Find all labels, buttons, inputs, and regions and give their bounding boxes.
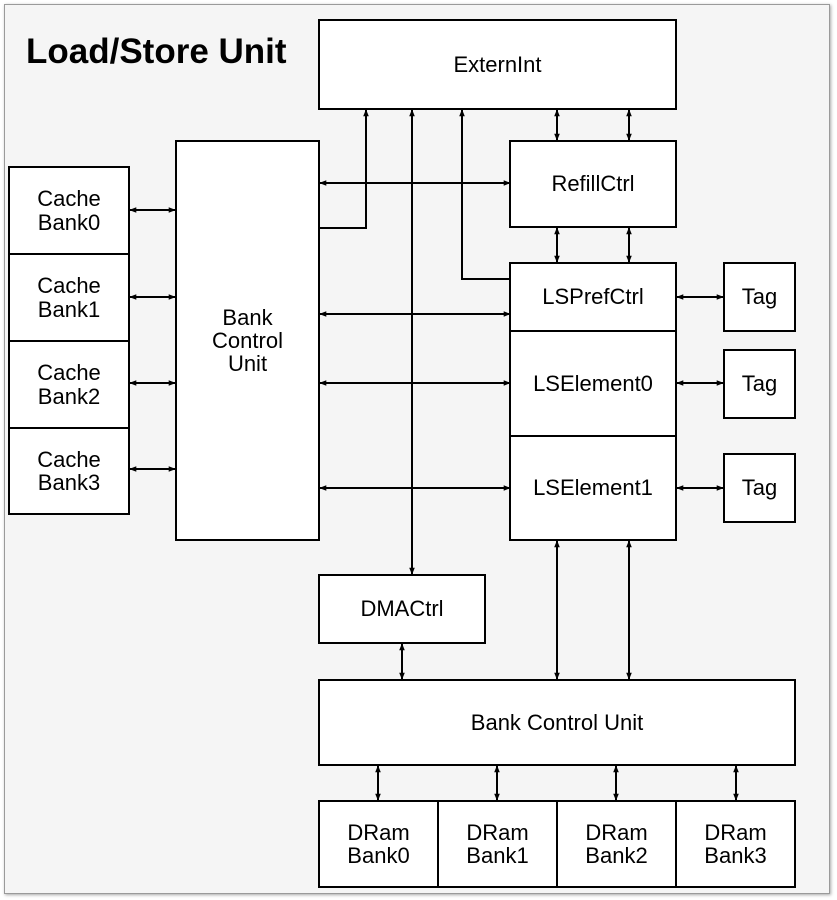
- arrow-bankctrl-externint: [320, 109, 369, 229]
- dram-bank-3: DRam Bank3: [675, 800, 796, 888]
- bank-control-unit-top: Bank Control Unit: [175, 140, 320, 541]
- tag-block-0: Tag: [723, 262, 796, 332]
- lselement1-label: LSElement1: [533, 475, 653, 501]
- dram-bank-2-line-2: Bank2: [585, 843, 648, 868]
- bank-control-top-line-2: Control: [212, 327, 283, 353]
- tag-block-2: Tag: [723, 453, 796, 523]
- lsprefctrl-block: LSPrefCtrl: [509, 262, 677, 332]
- dram-bank-1-line-2: Bank1: [466, 843, 529, 868]
- cache-bank-1: Cache Bank1: [8, 253, 130, 342]
- dmactrl-block: DMACtrl: [318, 574, 486, 644]
- lselement0-label: LSElement0: [533, 370, 653, 396]
- tag-block-1: Tag: [723, 349, 796, 419]
- bank-control-top-line-1: Bank: [222, 304, 273, 330]
- cache-bank-3-line-1: Cache: [37, 446, 101, 472]
- refillctrl-label: RefillCtrl: [551, 171, 635, 197]
- tag-label-2: Tag: [741, 475, 778, 501]
- cache-bank-3: Cache Bank3: [8, 427, 130, 515]
- dram-bank-1: DRam Bank1: [437, 800, 558, 888]
- externint-label: ExternInt: [453, 51, 542, 77]
- lselement0-block: LSElement0: [509, 330, 677, 437]
- cache-bank-1-line-1: Cache: [37, 273, 101, 299]
- dram-bank-0: DRam Bank0: [318, 800, 439, 888]
- cache-bank-2: Cache Bank2: [8, 340, 130, 429]
- dram-bank-3-line-2: Bank3: [704, 843, 767, 868]
- cache-bank-0-line-2: Bank0: [37, 209, 101, 235]
- lsprefctrl-label: LSPrefCtrl: [542, 284, 644, 310]
- tag-label-1: Tag: [741, 371, 778, 397]
- tag-label-0: Tag: [741, 284, 778, 310]
- dram-bank-0-line-2: Bank0: [347, 843, 410, 868]
- dram-bank-2-line-1: DRam: [585, 819, 648, 845]
- dmactrl-label: DMACtrl: [360, 596, 444, 622]
- cache-bank-2-line-1: Cache: [37, 360, 101, 386]
- dram-bank-1-line-1: DRam: [466, 819, 529, 845]
- externint-block: ExternInt: [318, 19, 677, 110]
- cache-bank-1-line-2: Bank1: [37, 296, 101, 322]
- bank-control-bottom-label: Bank Control Unit: [470, 709, 644, 735]
- cache-bank-3-line-2: Bank3: [37, 470, 101, 495]
- diagram-title: Load/Store Unit: [26, 32, 287, 71]
- cache-bank-0-line-1: Cache: [37, 186, 101, 212]
- cache-bank-0: Cache Bank0: [8, 166, 130, 255]
- dram-bank-0-line-1: DRam: [347, 819, 410, 845]
- bank-control-top-line-3: Unit: [227, 351, 268, 377]
- dram-bank-3-line-1: DRam: [704, 819, 767, 845]
- cache-bank-2-line-2: Bank2: [37, 383, 101, 409]
- refillctrl-block: RefillCtrl: [509, 140, 677, 228]
- dram-bank-2: DRam Bank2: [556, 800, 677, 888]
- bank-control-unit-bottom: Bank Control Unit: [318, 679, 796, 766]
- lselement1-block: LSElement1: [509, 435, 677, 541]
- arrow-lspref-externint: [459, 109, 510, 280]
